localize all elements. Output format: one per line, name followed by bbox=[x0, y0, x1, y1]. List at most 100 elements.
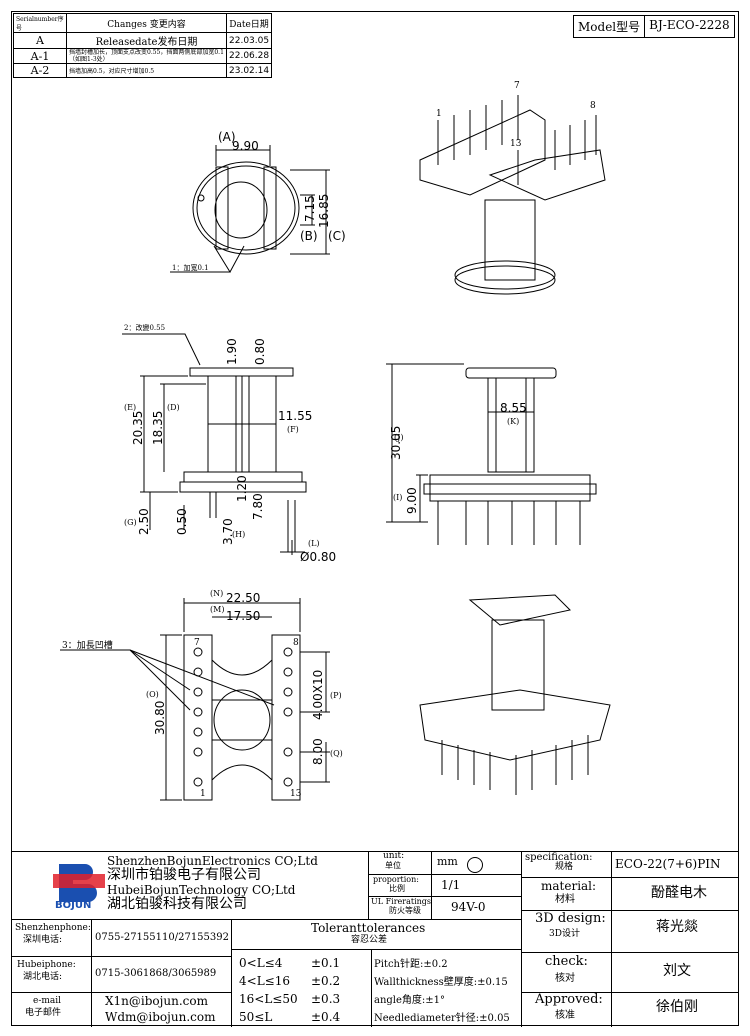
dim-080: 0.80 bbox=[253, 338, 267, 365]
approved-value: 徐伯刚 bbox=[656, 999, 698, 1015]
fire-label: UL Fireratings bbox=[371, 897, 432, 906]
approved-cn: 核准 bbox=[555, 1010, 575, 1021]
dim-p-tag: (P) bbox=[330, 691, 342, 700]
tol-title: Toleranttolerances bbox=[311, 921, 426, 935]
dim-n-tag: (N) bbox=[210, 589, 223, 598]
note-1: 1：加宽0.1 bbox=[172, 263, 209, 272]
tol-range: 4<L≤16 bbox=[239, 974, 290, 988]
approved-label: Approved: bbox=[535, 992, 603, 1007]
dim-780: 7.80 bbox=[251, 493, 265, 520]
dim-c-tag: (C) bbox=[328, 229, 346, 243]
company-sz-cn: 深圳市铂骏电子有限公司 bbox=[107, 867, 261, 883]
note-2: 2：改變0.55 bbox=[124, 323, 165, 332]
fire-value: 94V-0 bbox=[451, 900, 486, 914]
dim-q-tag: (Q) bbox=[330, 749, 343, 758]
hb-phone-cn: 湖北电话: bbox=[23, 972, 63, 982]
dim-f: 11.55 bbox=[278, 409, 312, 423]
rev-date: 23.02.14 bbox=[225, 63, 273, 78]
proportion-label: proportion: bbox=[373, 875, 419, 884]
isometric-top bbox=[419, 95, 606, 295]
tol-title-cn: 容忍公差 bbox=[351, 935, 388, 945]
dim-c: 16.85 bbox=[317, 194, 331, 228]
dim-g: 2.50 bbox=[137, 508, 151, 535]
dim-m: 17.50 bbox=[226, 609, 260, 623]
hb-phone: 0715-3061868/3065989 bbox=[95, 968, 217, 979]
tol-value: ±0.4 bbox=[311, 1010, 341, 1024]
check-value: 刘文 bbox=[663, 963, 691, 979]
tol-wall: Wallthickness壁厚度:±0.15 bbox=[374, 977, 508, 988]
dim-a: 9.90 bbox=[232, 139, 259, 153]
tol-range: 0<L≤4 bbox=[239, 956, 283, 970]
tol-value: ±0.3 bbox=[311, 992, 341, 1006]
material-label: material: bbox=[541, 879, 597, 893]
company-hb-cn: 湖北铂骏科技有限公司 bbox=[107, 896, 247, 912]
dim-120: 1.20 bbox=[235, 475, 249, 502]
dim-g-tag: (G) bbox=[124, 518, 137, 527]
dim-b: 7.15 bbox=[303, 195, 317, 222]
dim-i-tag: (I) bbox=[393, 493, 402, 502]
unit-label: unit: bbox=[383, 851, 405, 861]
spec-label: specification: bbox=[525, 852, 593, 863]
dim-l-tag: (L) bbox=[308, 539, 320, 548]
dim-e-tag: (E) bbox=[124, 403, 136, 412]
dim-d-tag: (D) bbox=[167, 403, 180, 412]
tol-values: ±0.1 ±0.2 ±0.3 ±0.4 bbox=[311, 954, 340, 1026]
sz-phone-cn: 深圳电话: bbox=[23, 935, 63, 945]
model-label: Model型号 bbox=[574, 16, 646, 37]
title-block: BOJUN ShenzhenBojunElectronics CO;Ltd 深圳… bbox=[11, 851, 739, 1027]
design-cn: 3D设计 bbox=[549, 929, 580, 939]
dim-190: 1.90 bbox=[225, 338, 239, 365]
pin-label: 1 bbox=[200, 789, 206, 799]
model-value: BJ-ECO-2228 bbox=[649, 18, 730, 32]
email-cn: 电子邮件 bbox=[25, 1008, 62, 1018]
material-cn: 材料 bbox=[555, 894, 575, 905]
rev-change: 挡墙加高0.5，对应尺寸增加0.5 bbox=[66, 63, 227, 78]
dim-j-tag: (J) bbox=[394, 433, 403, 442]
dim-d: 18.35 bbox=[151, 411, 165, 445]
isometric-bottom bbox=[419, 594, 611, 795]
check-cn: 核对 bbox=[555, 973, 575, 984]
email-label: e-mail bbox=[33, 996, 62, 1006]
tol-angle: angle角度:±1° bbox=[374, 995, 446, 1006]
sz-phone-label: Shenzhenphone: bbox=[15, 923, 91, 933]
email-1[interactable]: X1n@ibojun.com bbox=[105, 994, 208, 1008]
dim-h-tag: (H) bbox=[232, 530, 245, 539]
bottom-pins-right bbox=[283, 647, 293, 787]
dim-i: 9.00 bbox=[405, 487, 419, 514]
email-2[interactable]: Wdm@ibojun.com bbox=[105, 1010, 216, 1024]
dim-k: 8.55 bbox=[500, 401, 527, 415]
rev-serial: A-2 bbox=[13, 63, 67, 78]
dim-m-tag: (M) bbox=[210, 605, 224, 614]
bottom-view bbox=[60, 598, 330, 801]
dim-n: 22.50 bbox=[226, 591, 260, 605]
material-value: 酚醛电木 bbox=[651, 885, 707, 901]
dim-a-tag: (A) bbox=[218, 130, 236, 144]
front-view bbox=[122, 333, 307, 555]
iso-pin-label: 1 bbox=[436, 109, 442, 119]
dim-o: 30.80 bbox=[153, 701, 167, 735]
dim-pin: Ø0.80 bbox=[300, 550, 336, 564]
iso-pin-label: 13 bbox=[510, 139, 522, 149]
tol-range: 16<L≤50 bbox=[239, 992, 298, 1006]
bottom-pins-left bbox=[193, 647, 203, 787]
dim-b-tag: (B) bbox=[300, 229, 318, 243]
rev-serial: A-1 bbox=[13, 48, 67, 64]
side-view bbox=[386, 363, 597, 545]
dim-j: 30.05 bbox=[389, 426, 403, 460]
tol-needle: Needlediameter针径:±0.05 bbox=[374, 1013, 510, 1024]
dim-q: 8.00 bbox=[311, 738, 325, 765]
check-label: check: bbox=[545, 954, 588, 969]
proportion-value: 1/1 bbox=[441, 878, 461, 892]
projection-symbol-icon bbox=[467, 857, 483, 873]
dim-f-tag: (F) bbox=[287, 425, 299, 434]
company-hb-en: HubeiBojunTechnology CO;Ltd bbox=[107, 883, 296, 897]
design-value: 蒋光燚 bbox=[656, 919, 698, 935]
dim-k-tag: (K) bbox=[507, 417, 519, 426]
dim-o-tag: (O) bbox=[146, 690, 159, 699]
spec-cn: 规格 bbox=[555, 862, 574, 872]
company-sz-en: ShenzhenBojunElectronics CO;Ltd bbox=[107, 854, 318, 868]
design-label: 3D design: bbox=[535, 911, 606, 926]
unit-value: mm bbox=[437, 855, 458, 868]
note-3: 3：加長凹槽 bbox=[62, 639, 113, 651]
spec-value: ECO-22(7+6)PIN bbox=[615, 857, 721, 871]
